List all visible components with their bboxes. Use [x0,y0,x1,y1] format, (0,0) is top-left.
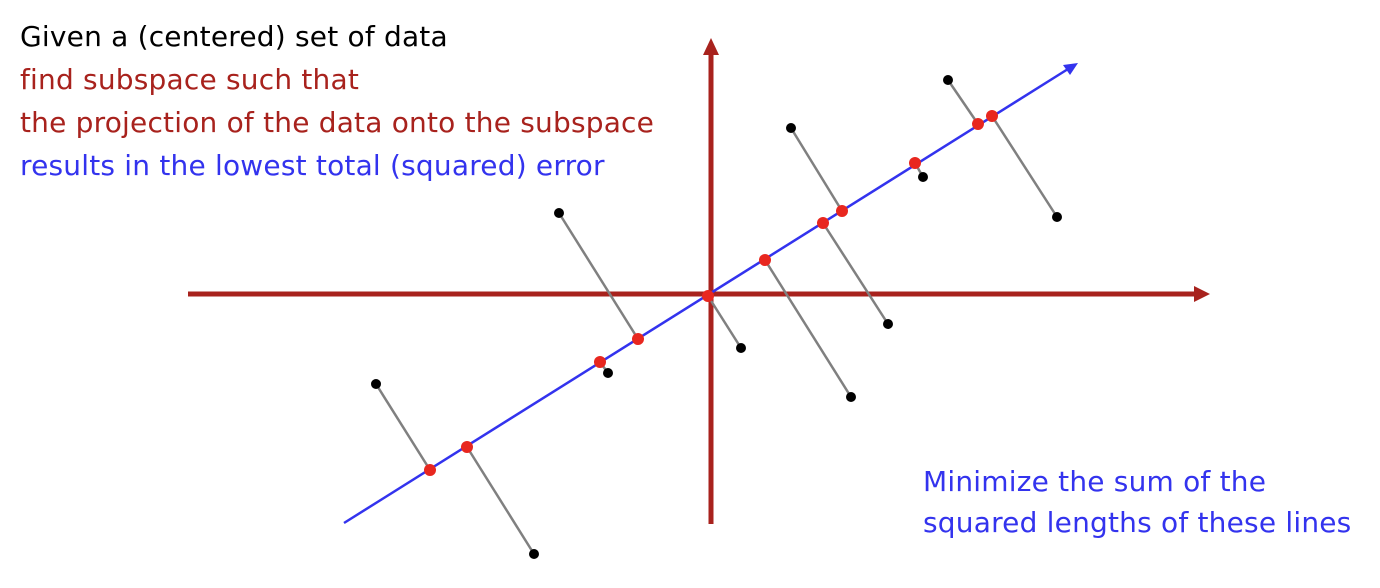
data-point [529,549,539,559]
projection-point [817,217,829,229]
projection-point [594,356,606,368]
annotation-line-1: Minimize the sum of the [923,465,1267,498]
data-point [883,319,893,329]
annotation-line-2: squared lengths of these lines [923,506,1352,539]
projection-point [836,205,848,217]
residual-line [557,212,640,340]
description-line-4: results in the lowest total (squared) er… [20,149,605,182]
projection-point [632,333,644,345]
residual-line [946,79,980,125]
projection-point [909,157,921,169]
description-line-2: find subspace such that [20,63,360,96]
subspace-arrow-icon [1063,63,1078,75]
projection-point [972,118,984,130]
residual-line [789,127,844,212]
data-point [371,379,381,389]
x-axis-arrow-icon [1194,286,1210,302]
description-line-3: the projection of the data onto the subs… [20,106,655,139]
data-point [736,343,746,353]
projection-point [424,464,436,476]
projection-point [702,290,714,302]
residual-line [465,446,536,555]
data-point [1052,212,1062,222]
data-point [786,123,796,133]
data-points [371,75,1062,559]
projection-point [759,254,771,266]
data-point [943,75,953,85]
projection-points [424,110,998,476]
data-point [603,368,613,378]
residual-line [821,222,890,325]
data-point [554,208,564,218]
data-point [918,172,928,182]
residual-lines [374,79,1059,555]
residual-line [990,115,1059,218]
data-point [846,392,856,402]
y-axis-arrow-icon [703,38,719,55]
projection-point [986,110,998,122]
residual-line [374,383,432,471]
residual-line [706,295,743,349]
residual-line [763,259,853,398]
projection-point [461,441,473,453]
description-line-1: Given a (centered) set of data [20,20,448,53]
